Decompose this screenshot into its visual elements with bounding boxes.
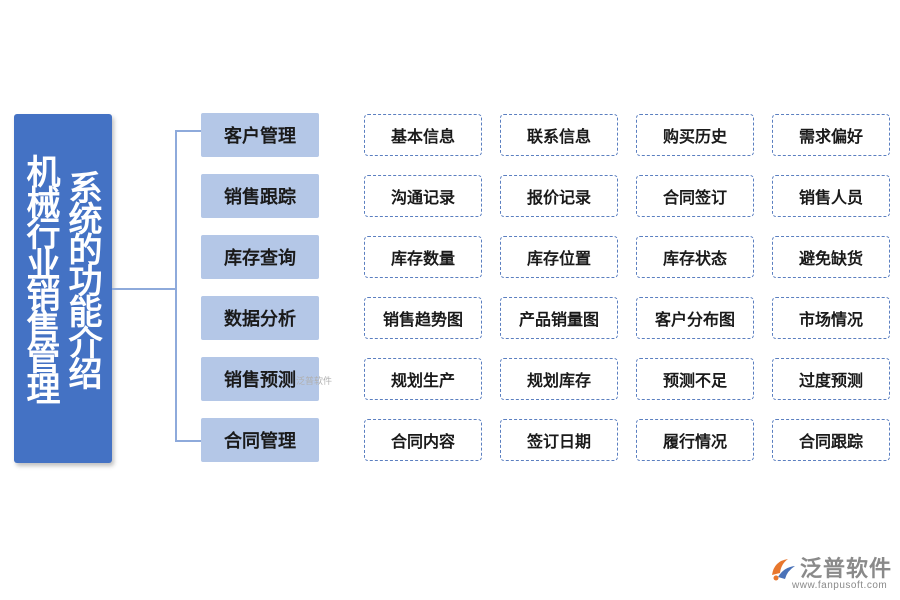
- item-under-forecast: 预测不足: [636, 358, 754, 400]
- item-purchase-history: 购买历史: [636, 114, 754, 156]
- branch-客户管理: [175, 130, 201, 132]
- category-customer-management: 客户管理: [201, 113, 319, 157]
- title-line-2: 系统的功能介绍: [62, 170, 102, 387]
- root-connector: [112, 288, 176, 290]
- item-contact-info: 联系信息: [500, 114, 618, 156]
- category-data-analysis: 数据分析: [201, 296, 319, 340]
- branch-spine: [175, 130, 177, 440]
- category-sales-forecast: 销售预测: [201, 357, 319, 401]
- category-inventory-query: 库存查询: [201, 235, 319, 279]
- item-stock-quantity: 库存数量: [364, 236, 482, 278]
- item-customer-distribution-chart: 客户分布图: [636, 297, 754, 339]
- logo-name: 泛普软件: [800, 557, 893, 582]
- item-stock-location: 库存位置: [500, 236, 618, 278]
- item-avoid-shortage: 避免缺货: [772, 236, 890, 278]
- fanpu-logo-icon: [772, 559, 795, 581]
- category-sales-tracking: 销售跟踪: [201, 174, 319, 218]
- branch-合同管理: [175, 440, 201, 442]
- item-sales-trend-chart: 销售趋势图: [364, 297, 482, 339]
- item-contract-tracking: 合同跟踪: [772, 419, 890, 461]
- item-sales-staff: 销售人员: [772, 175, 890, 217]
- item-stock-status: 库存状态: [636, 236, 754, 278]
- item-demand-preference: 需求偏好: [772, 114, 890, 156]
- item-signing-date: 签订日期: [500, 419, 618, 461]
- item-fulfillment-status: 履行情况: [636, 419, 754, 461]
- item-plan-inventory: 规划库存: [500, 358, 618, 400]
- logo-url: www.fanpusoft.com: [792, 580, 888, 591]
- item-over-forecast: 过度预测: [772, 358, 890, 400]
- item-basic-info: 基本信息: [364, 114, 482, 156]
- item-quote-record: 报价记录: [500, 175, 618, 217]
- watermark-small: 泛普软件: [296, 377, 333, 387]
- item-contract-content: 合同内容: [364, 419, 482, 461]
- title-box: [14, 114, 112, 463]
- title-line-1: 机械行业销售管理: [20, 154, 60, 402]
- item-plan-production: 规划生产: [364, 358, 482, 400]
- item-communication-record: 沟通记录: [364, 175, 482, 217]
- item-product-sales-chart: 产品销量图: [500, 297, 618, 339]
- item-market-situation: 市场情况: [772, 297, 890, 339]
- item-contract-signing: 合同签订: [636, 175, 754, 217]
- category-contract-management: 合同管理: [201, 418, 319, 462]
- fanpu-logo: 泛普软件 www.fanpusoft.com: [768, 551, 892, 595]
